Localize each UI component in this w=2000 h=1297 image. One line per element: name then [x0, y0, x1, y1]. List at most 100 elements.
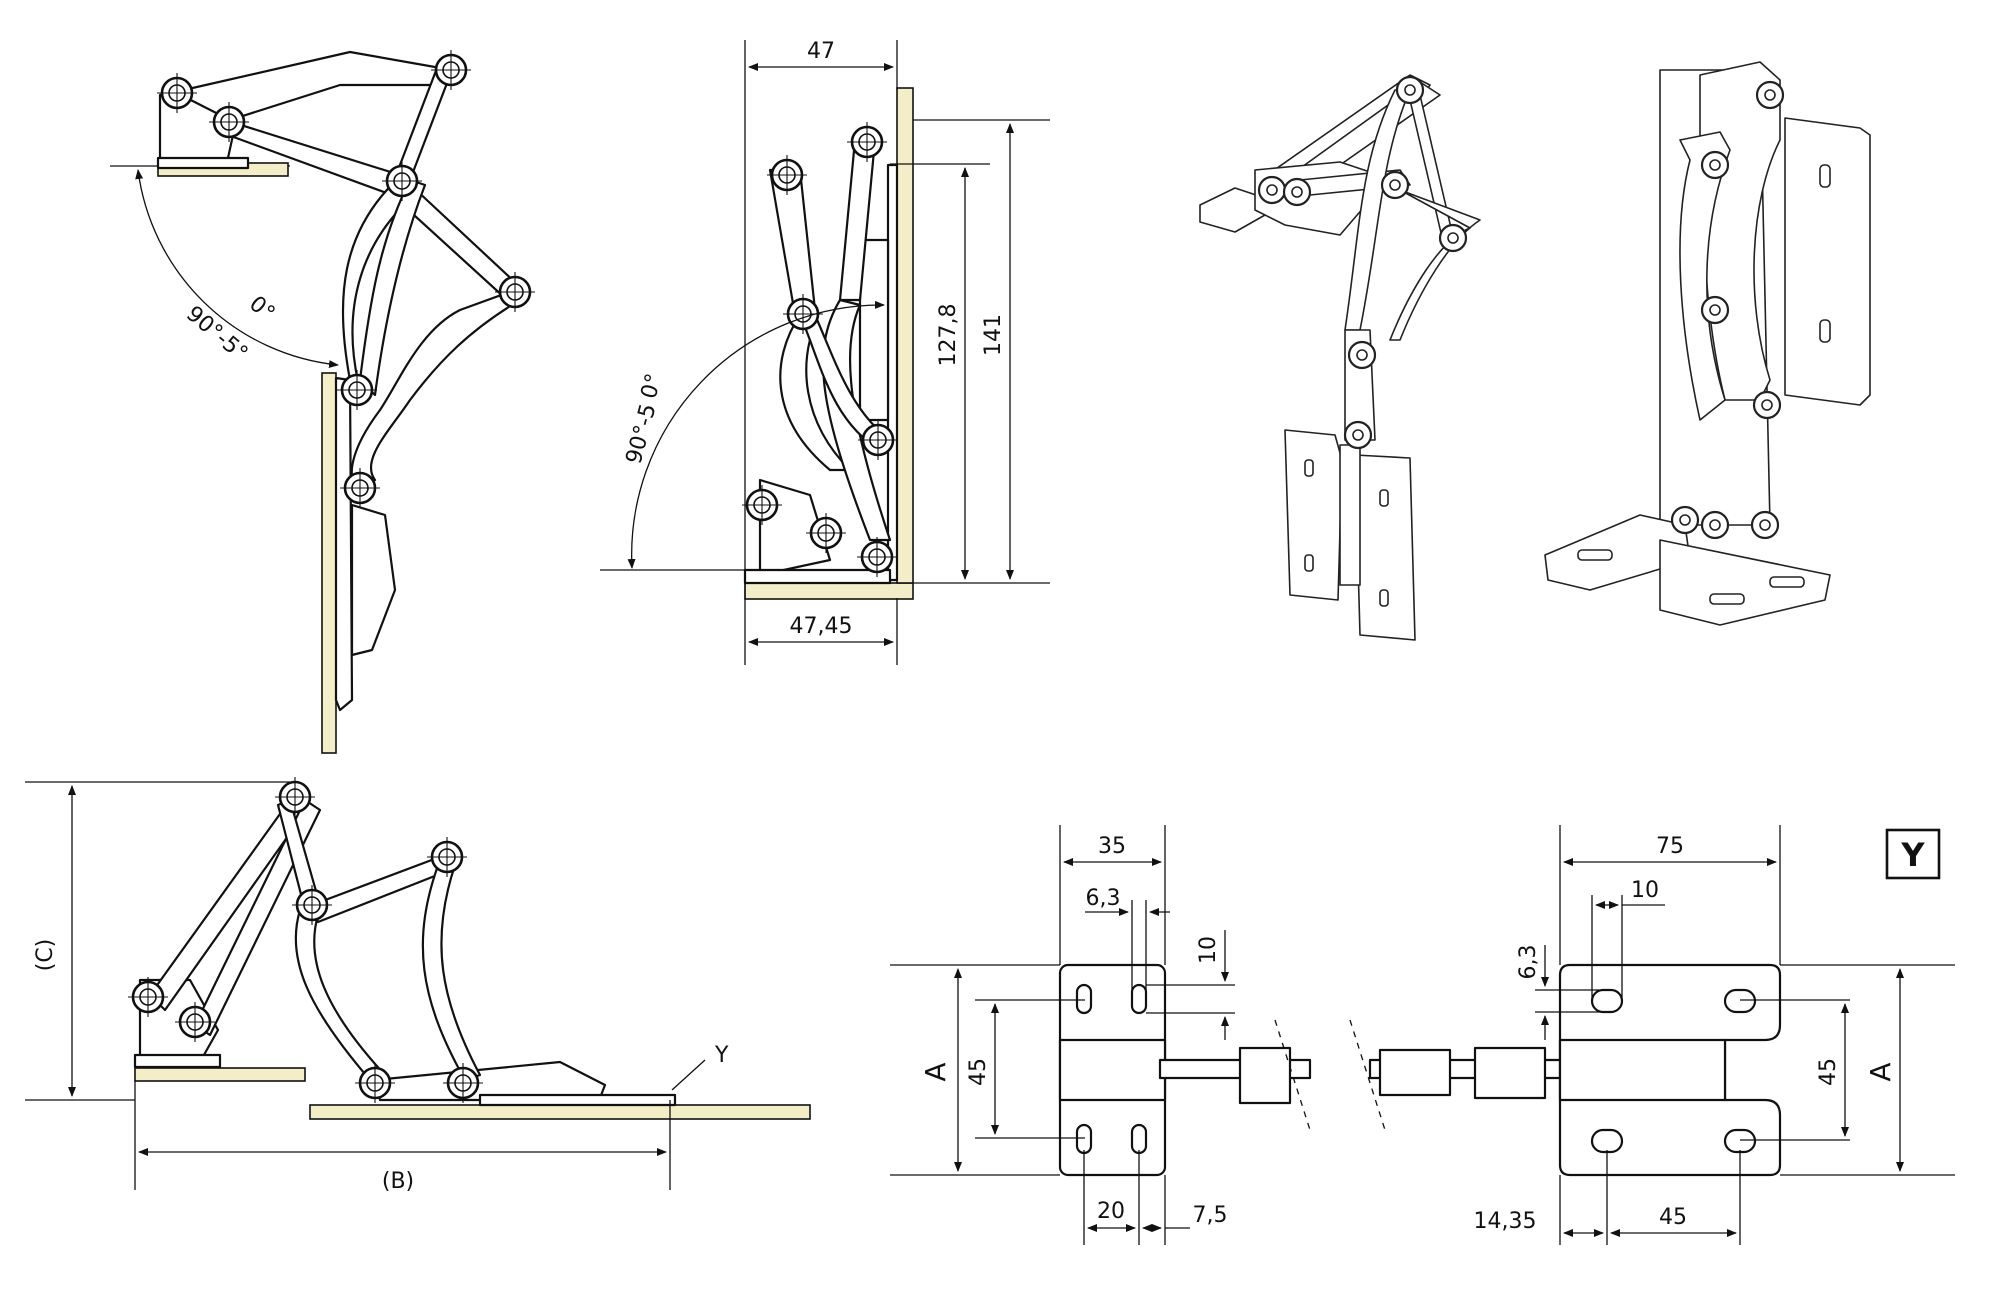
- iso-slot: [1304, 554, 1314, 572]
- angle-label: 90°-5: [622, 401, 662, 466]
- link-block: [1473, 1046, 1547, 1100]
- dim-B: (B): [382, 1169, 414, 1194]
- view-isometric-open: [1199, 74, 1481, 641]
- base-plate: [156, 156, 250, 170]
- view-plan-dimensions: A 45 35 6,3 10 20 7,5 75 10: [890, 825, 1955, 1245]
- angle-label: 90°-5°: [181, 301, 252, 366]
- slot-hole: [1075, 983, 1093, 1015]
- door-bracket: [350, 503, 397, 657]
- dim-35: 35: [1098, 834, 1126, 859]
- iso-pivot: [1752, 390, 1782, 420]
- iso-base-plate: [1659, 539, 1831, 626]
- cabinet-panel-bottom: [744, 582, 914, 600]
- dim-45-bottom: 45: [1659, 1205, 1687, 1230]
- iso-pivot: [1343, 420, 1373, 450]
- link-block: [1378, 1048, 1452, 1097]
- dim-C: (C): [33, 939, 58, 972]
- view-open-side: 90°-5° 0°: [110, 48, 537, 754]
- iso-pivot: [1700, 295, 1730, 325]
- dim-A-left: A: [919, 1062, 952, 1081]
- lid-panel: [309, 1104, 811, 1120]
- angle-zero-label: 0°: [244, 291, 279, 326]
- view-folded-dimensions: 47 47,45 127,8 141 90°-5 0°: [600, 39, 1050, 665]
- arm-straight-1: [768, 168, 817, 317]
- dim-10-left: 10: [1196, 936, 1221, 964]
- slot-hole: [1723, 988, 1757, 1014]
- dim-75: 75: [1656, 834, 1684, 859]
- dim-10-right: 10: [1631, 878, 1659, 903]
- iso-pivot: [1755, 80, 1785, 110]
- dim-45-right: 45: [1816, 1058, 1841, 1086]
- iso-slot: [1379, 489, 1389, 507]
- dim-20: 20: [1097, 1199, 1125, 1224]
- iso-slot: [1819, 164, 1831, 188]
- iso-slot: [1709, 593, 1745, 605]
- door-panel: [321, 372, 337, 754]
- cabinet-side-panel: [896, 87, 914, 584]
- view-closed-side: (C) (B) Y: [25, 775, 811, 1194]
- iso-knuckle: [1339, 444, 1361, 586]
- dim-6-3-left: 6,3: [1086, 886, 1121, 911]
- slot-hole: [1130, 983, 1148, 1015]
- slot-hole: [1075, 1123, 1093, 1155]
- dim-A-right: A: [1864, 1062, 1897, 1081]
- iso-pivot: [1347, 340, 1377, 370]
- iso-slot: [1577, 549, 1613, 561]
- iso-slot: [1819, 319, 1831, 343]
- dim-45-left: 45: [966, 1058, 991, 1086]
- base-plate: [133, 1053, 222, 1069]
- slot-hole: [1590, 988, 1624, 1014]
- detail-Y-box: [1885, 828, 1941, 880]
- curved-arm-3: [350, 288, 522, 492]
- iso-pivot: [1700, 150, 1730, 180]
- arm-curved-2: [421, 858, 482, 1082]
- view-isometric-folded: [1544, 61, 1871, 626]
- dim-7-5: 7,5: [1193, 1203, 1228, 1228]
- slot-hole: [1723, 1128, 1757, 1154]
- iso-pivot: [1380, 170, 1410, 200]
- dim-47-45: 47,45: [790, 614, 853, 639]
- dim-6-3-right: 6,3: [1516, 945, 1541, 980]
- opening-angle-arc: [627, 300, 885, 569]
- side-bracket: [858, 238, 890, 422]
- iso-arm: [1389, 189, 1481, 341]
- detail-Y-label: Y: [1900, 836, 1925, 874]
- iso-door-leaf: [1284, 429, 1343, 601]
- side-plate: [886, 163, 899, 582]
- iso-mount-plate: [1784, 117, 1871, 406]
- dim-47: 47: [807, 39, 835, 64]
- cabinet-panel: [134, 1067, 306, 1082]
- dim-127-8: 127,8: [936, 304, 961, 367]
- break-line: [1274, 1019, 1311, 1131]
- leader-line: [671, 1059, 706, 1091]
- curved-arm-2: [358, 178, 427, 397]
- link-block: [1238, 1046, 1292, 1105]
- dim-141: 141: [981, 314, 1006, 356]
- arm-curved-1: [294, 908, 387, 1082]
- right-plate-knuckle: [1558, 1038, 1727, 1102]
- left-plate-knuckle: [1058, 1038, 1167, 1102]
- iso-door-leaf: [1354, 454, 1416, 641]
- detail-callout-Y: Y: [714, 1043, 729, 1068]
- iso-slot: [1379, 589, 1389, 607]
- slot-hole: [1130, 1123, 1148, 1155]
- slot-hole: [1590, 1128, 1624, 1154]
- iso-pivot: [1438, 223, 1468, 253]
- angle-zero-label: 0°: [637, 371, 668, 402]
- iso-pivot: [1750, 510, 1780, 540]
- iso-pivot: [1700, 510, 1730, 540]
- upper-arm: [173, 50, 454, 122]
- iso-pivot: [1257, 175, 1287, 205]
- lid-plate: [478, 1093, 677, 1107]
- door-plate: [334, 376, 354, 712]
- dim-14-35: 14,35: [1474, 1209, 1537, 1234]
- break-line: [1349, 1019, 1386, 1131]
- iso-arm-stack: [1679, 131, 1731, 421]
- iso-pivot: [1670, 505, 1700, 535]
- opening-angle-arc: [135, 169, 339, 369]
- iso-slot: [1304, 459, 1314, 477]
- iso-pivot: [1395, 75, 1425, 105]
- base-plate: [743, 568, 892, 585]
- iso-slot: [1769, 576, 1805, 588]
